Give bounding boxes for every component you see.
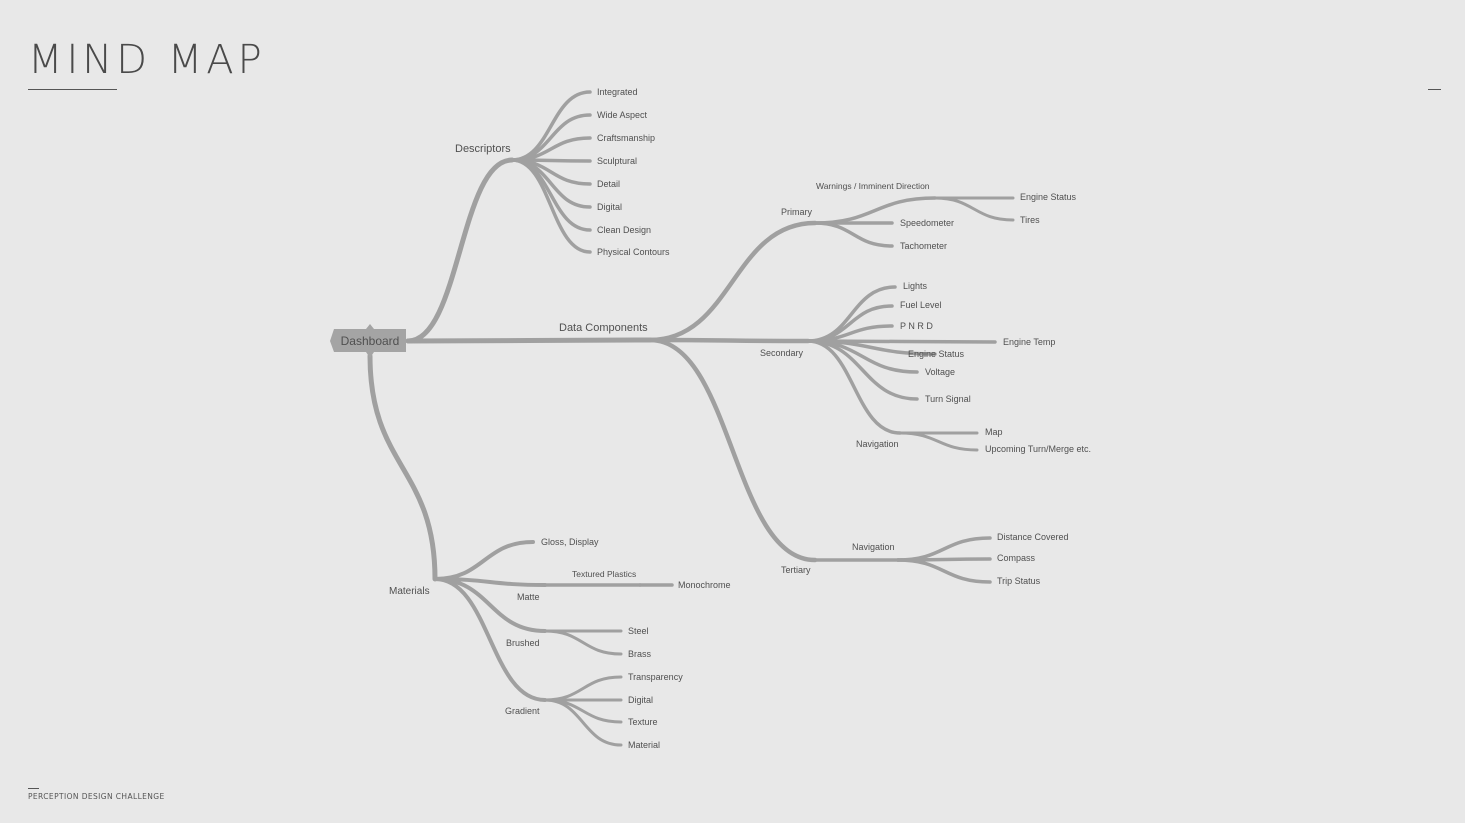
title-underline (28, 89, 117, 90)
node-secondary[interactable]: Secondary (760, 348, 804, 358)
leaf-tertiary[interactable]: Distance Covered (997, 532, 1069, 542)
leaf-descriptor[interactable]: Detail (597, 179, 620, 189)
node-textured[interactable]: Textured Plastics (572, 569, 636, 579)
branch-gradient-item (543, 675, 623, 702)
branch-tertiary-item (896, 536, 992, 562)
node-materials[interactable]: Materials (389, 586, 430, 597)
branch-gradient-item (543, 698, 623, 724)
node-matte[interactable]: Matte (517, 592, 540, 602)
leaf-descriptor[interactable]: Craftsmanship (597, 133, 655, 143)
root-node[interactable]: Dashboard (330, 324, 406, 358)
root-label: Dashboard (341, 334, 400, 348)
branch-warning-item (933, 196, 1015, 222)
branch-primary-item (813, 221, 894, 248)
leaf-gradient[interactable]: Texture (628, 717, 658, 727)
leaf-gradient[interactable]: Transparency (628, 672, 683, 682)
leaf-primary[interactable]: Speedometer (900, 218, 954, 228)
leaf-descriptor[interactable]: Clean Design (597, 225, 651, 235)
leaf-brushed[interactable]: Steel (628, 626, 649, 636)
leaf-gradient[interactable]: Material (628, 740, 660, 750)
leaf-secondary[interactable]: P N R D (900, 321, 933, 331)
leaf-descriptor[interactable]: Digital (597, 202, 622, 212)
branch-secondary-item (806, 324, 894, 343)
leaf-warning[interactable]: Engine Status (1020, 192, 1077, 202)
leaf-descriptor[interactable]: Physical Contours (597, 247, 670, 257)
branch-tertiary-item (896, 558, 992, 584)
node-secondary-navigation[interactable]: Navigation (856, 439, 899, 449)
branch-primary (647, 220, 818, 343)
node-descriptors[interactable]: Descriptors (455, 143, 511, 155)
leaf-descriptor[interactable]: Sculptural (597, 156, 637, 166)
branch-brushed (433, 577, 547, 633)
branch-data-components (405, 337, 653, 344)
leaf-gradient[interactable]: Digital (628, 695, 653, 705)
leaf-warning[interactable]: Tires (1020, 215, 1040, 225)
branch-gloss (433, 540, 535, 581)
corner-rule (1428, 89, 1441, 90)
leaf-brushed[interactable]: Brass (628, 649, 652, 659)
mind-map-edges (367, 90, 1015, 747)
leaf-descriptor[interactable]: Integrated (597, 87, 638, 97)
branch-secondary (647, 337, 811, 344)
branch-secondary-item (806, 339, 919, 401)
footer-rule (28, 788, 39, 789)
leaf-tertiary[interactable]: Trip Status (997, 576, 1041, 586)
branch-navigation-item (898, 431, 979, 452)
leaf-secondary[interactable]: Lights (903, 281, 928, 291)
branch-secondary-navigation (806, 339, 902, 435)
node-tertiary[interactable]: Tertiary (781, 565, 811, 575)
branch-descriptors (405, 157, 515, 344)
leaf-secondary[interactable]: Fuel Level (900, 300, 942, 310)
branch-secondary-item (806, 304, 894, 343)
node-brushed[interactable]: Brushed (506, 638, 540, 648)
leaf-navigation[interactable]: Upcoming Turn/Merge etc. (985, 444, 1091, 454)
leaf-secondary[interactable]: Voltage (925, 367, 955, 377)
leaf-monochrome[interactable]: Monochrome (678, 580, 731, 590)
node-primary[interactable]: Primary (781, 207, 812, 217)
node-warnings[interactable]: Warnings / Imminent Direction (816, 181, 930, 191)
leaf-secondary[interactable]: Engine Temp (1003, 337, 1055, 347)
node-data-components[interactable]: Data Components (559, 322, 648, 334)
leaf-navigation[interactable]: Map (985, 427, 1003, 437)
node-gradient[interactable]: Gradient (505, 706, 540, 716)
page-title: MIND MAP (28, 37, 266, 83)
leaf-descriptor[interactable]: Wide Aspect (597, 110, 648, 120)
branch-brushed-item (543, 629, 623, 656)
branch-descriptor-item (510, 158, 592, 254)
leaf-secondary[interactable]: Engine Status (908, 349, 965, 359)
footer-caption: PERCEPTION DESIGN CHALLENGE (28, 792, 165, 801)
leaf-secondary[interactable]: Turn Signal (925, 394, 971, 404)
leaf-primary[interactable]: Tachometer (900, 241, 947, 251)
branch-gradient (433, 577, 547, 702)
node-tertiary-navigation[interactable]: Navigation (852, 542, 895, 552)
branch-tertiary (647, 337, 818, 563)
leaf-gloss[interactable]: Gloss, Display (541, 537, 599, 547)
branch-gradient-item (543, 698, 623, 747)
branch-materials (367, 353, 438, 582)
leaf-tertiary[interactable]: Compass (997, 553, 1036, 563)
